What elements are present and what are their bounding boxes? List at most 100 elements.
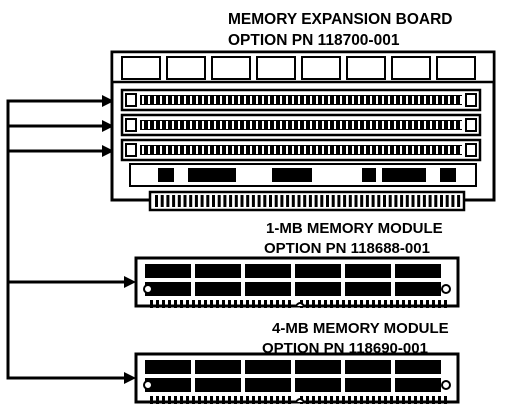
- board-edge-pin: [422, 195, 426, 207]
- slot-contact-gap: [220, 121, 222, 129]
- module-edge-pin: [276, 300, 279, 308]
- module-edge-pin: [402, 300, 405, 308]
- slot-contact-gap: [448, 96, 450, 104]
- module-edge-pin: [360, 300, 363, 308]
- slot-contact-gap: [310, 96, 312, 104]
- slot-contact-gap: [172, 121, 174, 129]
- board-edge-pin: [183, 195, 187, 207]
- arrow-to-slot-1: [102, 95, 114, 107]
- slot-contact-gap: [316, 121, 318, 129]
- slot-contact-gap: [316, 146, 318, 154]
- slot-contact-gap: [328, 146, 330, 154]
- slot-contact-gap: [250, 121, 252, 129]
- module-edge-pin: [228, 300, 231, 308]
- slot-contact-gap: [460, 96, 462, 104]
- module-edge-pin: [192, 396, 195, 404]
- board-edge-pin: [280, 195, 284, 207]
- module-chip-bottom: [345, 282, 391, 296]
- slot-contact-gap: [424, 121, 426, 129]
- board-slot: [120, 138, 482, 162]
- board-edge-pin: [388, 195, 392, 207]
- module-edge-pin: [414, 300, 417, 308]
- module-edge-pin: [162, 300, 165, 308]
- module-edge-pin: [186, 300, 189, 308]
- slot-contact-gap: [340, 96, 342, 104]
- slot-contact-gap: [322, 96, 324, 104]
- slot-contact-gap: [364, 121, 366, 129]
- slot-contact-gap: [208, 146, 210, 154]
- module-edge-pin: [234, 396, 237, 404]
- slot-contact-gap: [430, 121, 432, 129]
- slot-contact-gap: [400, 96, 402, 104]
- board-edge-pin: [371, 195, 375, 207]
- module-mount-hole-left: [143, 284, 153, 294]
- board-edge-pin: [308, 195, 312, 207]
- module-edge-pin: [264, 396, 267, 404]
- module-edge-pin: [210, 396, 213, 404]
- module-chip-bottom: [245, 378, 291, 392]
- module-chip-top: [295, 360, 341, 374]
- slot-contact-gap: [172, 96, 174, 104]
- slot-contact-gap: [358, 96, 360, 104]
- module-edge-pin: [258, 300, 261, 308]
- board-chip: [188, 168, 236, 182]
- module-edge-pin: [192, 300, 195, 308]
- module-edge-pin: [264, 300, 267, 308]
- module-chip-bottom: [145, 378, 191, 392]
- module-chip-bottom: [295, 282, 341, 296]
- slot-contact-gap: [160, 96, 162, 104]
- slot-contact-gap: [172, 146, 174, 154]
- module-edge-pin: [342, 396, 345, 404]
- board-edge-pin: [303, 195, 307, 207]
- module-edge-pin: [354, 396, 357, 404]
- module-edge-pin: [444, 300, 447, 308]
- slot-contact-gap: [298, 121, 300, 129]
- slot-contact-gap: [250, 96, 252, 104]
- slot-contact-gap: [304, 121, 306, 129]
- slot-contact-gap: [244, 146, 246, 154]
- module-chip-top: [345, 264, 391, 278]
- board-edge-pin: [286, 195, 290, 207]
- slot-contact-gap: [274, 121, 276, 129]
- slot-contact-gap: [382, 96, 384, 104]
- board-edge-pin: [360, 195, 364, 207]
- slot-contact-gap: [364, 146, 366, 154]
- board-edge-pin: [365, 195, 369, 207]
- slot-contact-gap: [424, 146, 426, 154]
- slot-contact-gap: [436, 121, 438, 129]
- module-edge-pin: [186, 396, 189, 404]
- slot-contact-gap: [322, 146, 324, 154]
- slot-contact-gap: [442, 146, 444, 154]
- slot-contact-gap: [148, 121, 150, 129]
- module-edge-pin: [372, 396, 375, 404]
- board-slot-contacts: [140, 120, 462, 130]
- memory-module-4mb: [134, 352, 460, 404]
- slot-contact-gap: [190, 121, 192, 129]
- module-mount-hole-right: [441, 284, 451, 294]
- board-edge-pin: [189, 195, 193, 207]
- module-edge-pin: [282, 300, 285, 308]
- board-edge-pin: [331, 195, 335, 207]
- slot-contact-gap: [166, 146, 168, 154]
- slot-contact-gap: [394, 96, 396, 104]
- module-edge-pin: [306, 396, 309, 404]
- slot-contact-gap: [322, 121, 324, 129]
- module-mount-hole-right: [441, 380, 451, 390]
- board-edge-pin: [428, 195, 432, 207]
- slot-contact-gap: [298, 146, 300, 154]
- board-edge-pin: [206, 195, 210, 207]
- slot-contact-gap: [310, 121, 312, 129]
- module-1mb-title-line1: 1-MB MEMORY MODULE: [266, 220, 443, 237]
- board-edge-pin: [291, 195, 295, 207]
- slot-contact-gap: [148, 146, 150, 154]
- module-edge-pin: [432, 396, 435, 404]
- module-edge-pin: [372, 300, 375, 308]
- slot-contact-gap: [412, 146, 414, 154]
- board-edge-pin: [354, 195, 358, 207]
- module-edge-pin: [246, 396, 249, 404]
- board-edge-pin: [212, 195, 215, 207]
- slot-contact-gap: [142, 121, 144, 129]
- module-edge-pin: [174, 396, 177, 404]
- board-edge-pin: [348, 195, 352, 207]
- module-edge-pin: [354, 300, 357, 308]
